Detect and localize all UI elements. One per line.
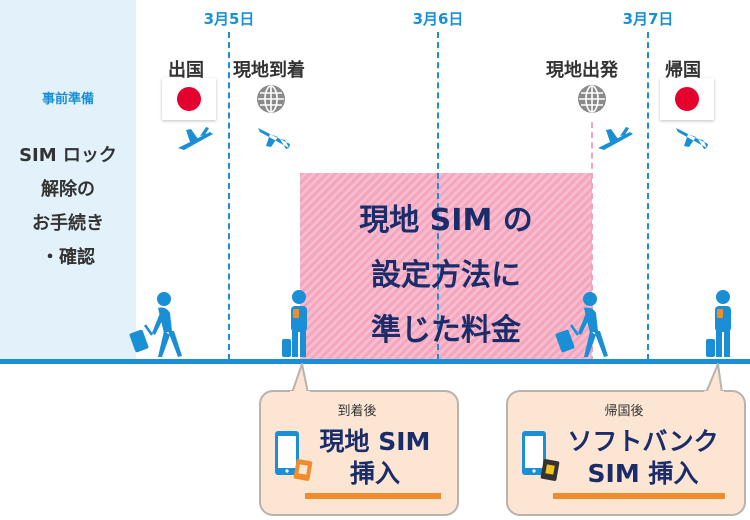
airplane-landing-icon: [258, 128, 290, 149]
event-return: 帰国: [665, 60, 701, 81]
local-departure-marker: [591, 122, 593, 362]
smartphone-icon: [522, 431, 560, 481]
callout-underline: [553, 493, 725, 499]
traveler-icon: [129, 292, 182, 357]
japan-flag-icon: [162, 78, 216, 120]
callout-pointer: [704, 363, 724, 394]
main-box-line: 設定方法に: [371, 258, 521, 293]
day-divider: [647, 32, 649, 360]
preparation-title: 事前準備: [41, 92, 94, 107]
globe-icon: [257, 85, 285, 113]
event-departure: 出国: [168, 60, 204, 81]
date-label: 3月7日: [622, 10, 674, 28]
main-box-line: 準じた料金: [371, 313, 521, 348]
callout-pointer: [290, 363, 310, 394]
preparation-line: ・確認: [41, 247, 95, 268]
traveler-icon: [555, 292, 608, 357]
airplane-takeoff-icon: [178, 127, 213, 150]
arrival-callout-line: 現地 SIM: [319, 427, 431, 456]
preparation-line: SIM ロック: [19, 145, 117, 166]
globe-icon: [578, 85, 606, 113]
timeline-bar: [0, 359, 750, 364]
day-divider: [437, 32, 439, 360]
event-local-departure: 現地出発: [546, 60, 618, 81]
preparation-line: お手続き: [32, 213, 104, 234]
event-arrival: 現地到着: [233, 60, 305, 81]
sim-card-icon: [293, 459, 313, 481]
arrival-callout-line: 挿入: [349, 459, 400, 488]
arrival-callout-sub: 到着後: [337, 404, 377, 419]
callout-underline: [305, 493, 441, 499]
traveler-icon: [706, 290, 731, 357]
airplane-landing-icon: [676, 128, 708, 149]
airplane-takeoff-icon: [598, 127, 633, 150]
sim-card-icon: [540, 459, 560, 481]
day-divider: [228, 32, 230, 360]
main-box-line: 現地 SIM の: [359, 203, 533, 238]
japan-flag-icon: [660, 78, 714, 120]
traveler-icon: [282, 290, 307, 357]
date-label: 3月5日: [203, 10, 255, 28]
smartphone-icon: [275, 431, 313, 481]
date-label: 3月6日: [412, 10, 464, 28]
return-callout-line: SIM 挿入: [587, 459, 699, 488]
preparation-panel: [0, 0, 136, 362]
preparation-line: 解除の: [41, 179, 95, 200]
main-info-box: [300, 173, 592, 363]
return-callout-sub: 帰国後: [604, 404, 644, 419]
return-callout-line: ソフトバンク: [567, 427, 719, 456]
